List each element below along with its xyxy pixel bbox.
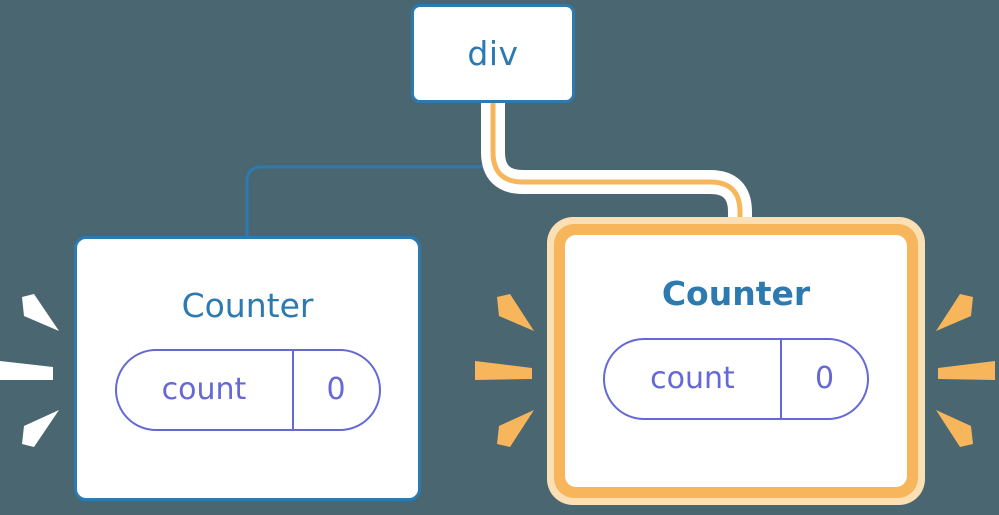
node-div-label: div xyxy=(467,34,519,73)
state-value: 0 xyxy=(780,340,867,418)
state-capsule-counter-highlighted: count 0 xyxy=(603,338,869,420)
sparkle-wedge xyxy=(936,294,973,331)
highlight-ring: Counter count 0 xyxy=(554,224,918,498)
sparkle-wedge xyxy=(475,361,532,380)
sparkle-burst-left-outer xyxy=(0,283,70,458)
sparkle-wedge xyxy=(22,410,59,447)
node-counter-highlighted-body: Counter count 0 xyxy=(565,235,907,487)
state-key: count xyxy=(650,361,735,396)
edge-div-to-counter-highlighted xyxy=(490,103,743,232)
node-counter-plain-label: Counter xyxy=(181,286,314,325)
node-counter-plain[interactable]: Counter count 0 xyxy=(74,236,421,501)
state-key: count xyxy=(161,372,247,407)
sparkle-burst-left-inner xyxy=(466,283,536,458)
edge-highlight-halo xyxy=(481,103,752,232)
state-value: 0 xyxy=(291,351,379,429)
sparkle-wedge xyxy=(497,294,534,331)
sparkle-wedge xyxy=(936,410,973,447)
sparkle-wedge xyxy=(0,361,53,380)
sparkle-wedge xyxy=(22,294,59,331)
sparkle-wedge xyxy=(938,361,995,380)
node-div[interactable]: div xyxy=(411,4,575,103)
node-counter-highlighted[interactable]: Counter count 0 xyxy=(547,217,925,505)
edge-div-to-counter-plain xyxy=(245,103,495,238)
sparkle-burst-right-outer xyxy=(929,283,999,458)
state-capsule-counter-plain: count 0 xyxy=(114,349,381,431)
sparkle-wedge xyxy=(497,410,534,447)
node-counter-highlighted-label: Counter xyxy=(661,274,811,313)
